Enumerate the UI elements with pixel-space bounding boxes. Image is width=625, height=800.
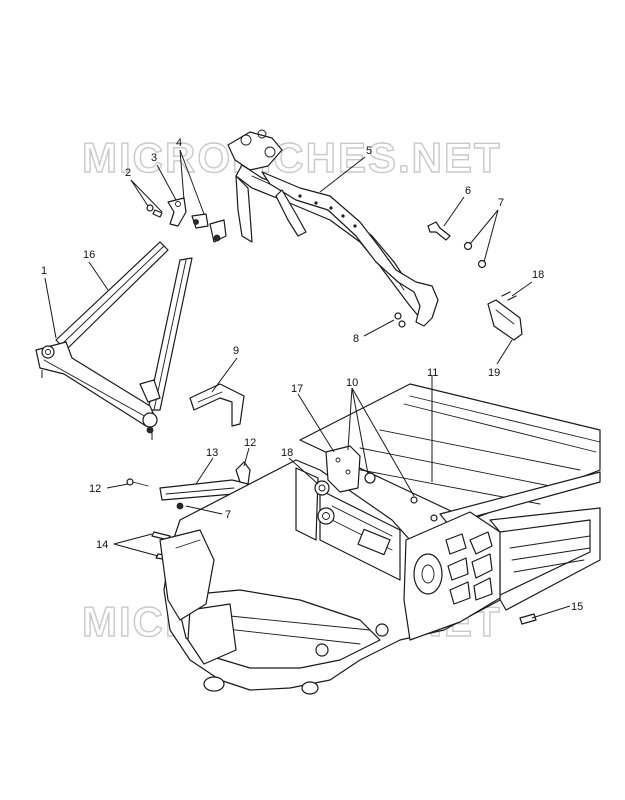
plate-19: [487, 291, 523, 341]
bracket-9: [189, 383, 245, 427]
callout-labels: 1 16 2 3 4 5 6 7 8 18 19 9 10 11 17 18 1…: [41, 137, 583, 613]
upper-frame-hoop: [227, 129, 439, 327]
callout-18: 18: [281, 447, 293, 459]
nut-8: [394, 312, 406, 328]
fastener-group-2-3-4: [146, 197, 227, 243]
callout-4: 4: [176, 137, 182, 149]
callout-5: 5: [366, 145, 372, 157]
callout-17: 17: [291, 383, 303, 395]
callout-7-upper: 7: [498, 197, 504, 209]
callout-15: 15: [571, 601, 583, 613]
callout-3: 3: [151, 152, 157, 164]
callout-16: 16: [83, 249, 95, 261]
callout-10: 10: [346, 377, 358, 389]
watermark-top: MICROFICHES.NET: [82, 134, 502, 181]
callout-9: 9: [233, 345, 239, 357]
callout-13: 13: [206, 447, 218, 459]
callout-7-lower: 7: [225, 509, 231, 521]
main-chassis: [159, 383, 601, 695]
front-strut-assembly: [35, 241, 193, 434]
callout-1: 1: [41, 265, 47, 277]
callout-12-right: 12: [244, 437, 256, 449]
callout-6: 6: [465, 185, 471, 197]
callout-18-top: 18: [532, 269, 544, 281]
callout-11: 11: [427, 367, 438, 379]
callout-12-left: 12: [89, 483, 101, 495]
callout-8: 8: [353, 333, 359, 345]
callout-2: 2: [125, 167, 131, 179]
bolt-6: [427, 221, 487, 269]
callout-19: 19: [488, 367, 500, 379]
callout-14: 14: [96, 539, 108, 551]
leader-lines: [41, 149, 571, 619]
